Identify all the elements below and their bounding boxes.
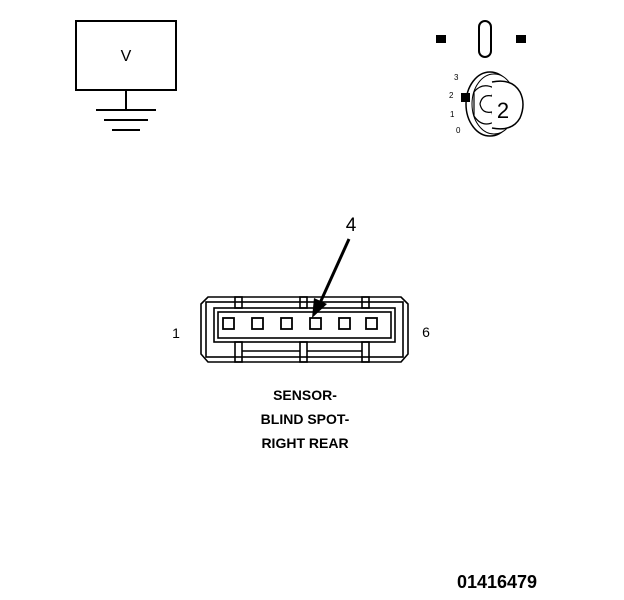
connector-pin-2 [251, 317, 264, 330]
callout-arrow [312, 238, 351, 318]
connector-body [200, 296, 409, 363]
probe-icon [436, 20, 526, 58]
callout-pin-number: 4 [346, 215, 357, 236]
connector-pin-4 [309, 317, 322, 330]
selector-selected-value: 2 [497, 98, 509, 123]
ground-icon [96, 90, 156, 131]
connector-pin-3 [280, 317, 293, 330]
voltmeter-label: V [121, 48, 132, 65]
connector-pin-1 [222, 317, 235, 330]
caption-line-1: SENSOR- [273, 387, 337, 403]
selector-position-0: 0 [456, 126, 461, 135]
caption-line-2: BLIND SPOT- [261, 411, 350, 427]
connector-pin-6 [365, 317, 378, 330]
voltmeter-symbol: V [75, 20, 177, 131]
pin-label-last: 6 [422, 324, 430, 340]
connector-pin-5 [338, 317, 351, 330]
selector-position-2: 2 [449, 91, 454, 100]
connector-pins [222, 317, 378, 330]
selector-position-3: 3 [454, 73, 459, 82]
caption-line-3: RIGHT REAR [261, 435, 348, 451]
pin-label-first: 1 [172, 325, 180, 341]
selector-position-1: 1 [450, 110, 455, 119]
figure-id: 01416479 [457, 572, 537, 592]
selector-switch-icon: 3 2 1 0 2 [449, 71, 524, 137]
